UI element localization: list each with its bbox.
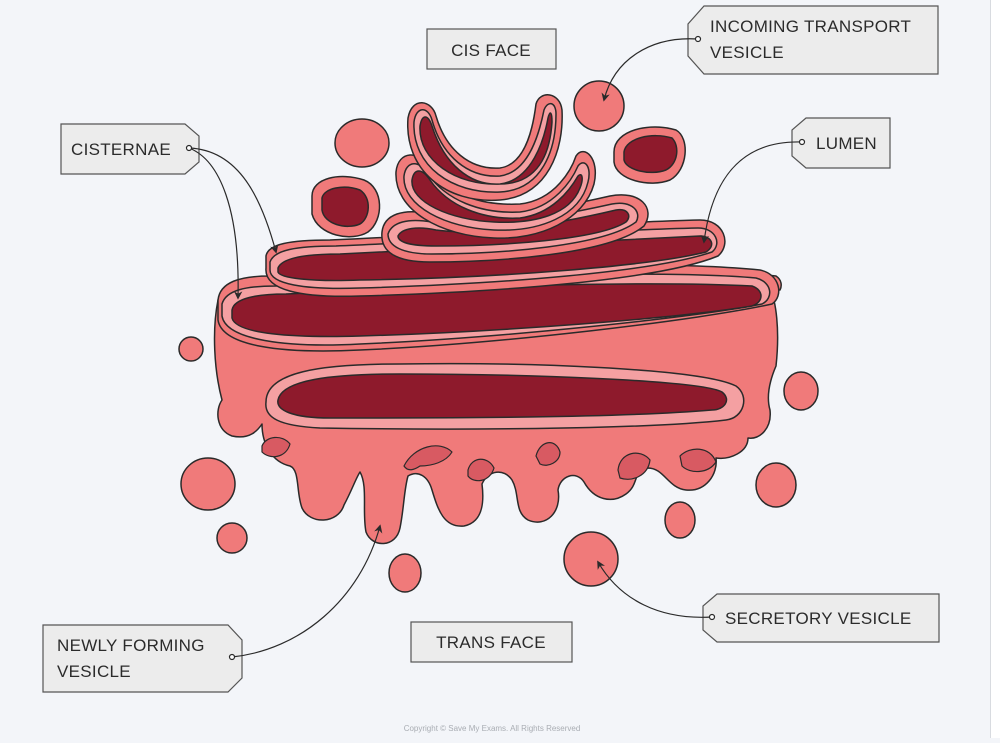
secretory-vesicle-pointer: [597, 560, 713, 618]
tube-right-lumen: [623, 134, 678, 174]
vesicle-right-lower: [755, 462, 797, 508]
secretory-vesicle-label: SECRETORY VESICLE: [725, 609, 912, 628]
pocket-1: [403, 445, 453, 471]
adjacent-page-edge: [990, 0, 1000, 738]
cisternae-pointer-2: [188, 147, 279, 254]
incoming-vesicle-label-line2: VESICLE: [710, 43, 784, 62]
labels: CIS FACE INCOMING TRANSPORT VESICLE LUME…: [42, 5, 940, 693]
cisternae-label-box: [60, 123, 200, 175]
newly-forming-vesicle-pointer: [231, 524, 383, 658]
lumen-2: [397, 208, 630, 247]
pocket-5: [261, 436, 291, 458]
pocket-3: [617, 452, 651, 480]
pocket-2: [535, 442, 561, 466]
leader-dots: [185, 35, 806, 661]
leader-lines: [188, 38, 803, 658]
cisternae-pointer-1: [188, 147, 243, 300]
golgi-body: [213, 94, 782, 545]
lumen-label-box: [791, 117, 891, 169]
vesicle-left-large: [180, 457, 236, 511]
lumen-label: LUMEN: [816, 134, 877, 153]
vesicle-left-lower: [216, 522, 248, 554]
lumen-5: [277, 373, 728, 419]
vesicle-right: [783, 371, 819, 411]
vesicle-top-left: [334, 118, 390, 168]
pocket-4: [679, 448, 717, 473]
incoming-vesicle-label-line1: INCOMING TRANSPORT: [710, 17, 911, 36]
newly-forming-vesicle-label-line1: NEWLY FORMING: [57, 636, 205, 655]
vesicle-left-small: [178, 336, 204, 362]
newly-forming-vesicle-label-box: [42, 624, 243, 693]
lumen-1a: [419, 112, 553, 185]
cis-face-label-box: [426, 28, 557, 70]
trans-face-label: TRANS FACE: [436, 633, 546, 652]
incoming-vesicle-label-box: [687, 5, 939, 75]
vesicle-bottom: [388, 553, 422, 593]
incoming-transport-vesicle: [573, 80, 625, 132]
lumen-1b: [411, 170, 583, 223]
incoming-vesicle-pointer: [601, 38, 699, 102]
tube-left-lumen: [321, 186, 369, 228]
trans-face-label-box: [410, 621, 573, 663]
secretory-vesicle-label-box: [702, 593, 940, 643]
newly-forming-vesicle-label-line2: VESICLE: [57, 662, 131, 681]
lumen-pointer: [700, 141, 803, 244]
secretory-vesicle: [563, 531, 619, 587]
cisternae-label: CISTERNAE: [71, 140, 171, 159]
vesicle-right-small: [664, 501, 696, 539]
free-vesicles: [178, 80, 819, 593]
copyright-notice: Copyright © Save My Exams. All Rights Re…: [404, 724, 581, 733]
cis-face-label: CIS FACE: [451, 41, 531, 60]
pocket-6: [467, 458, 495, 482]
